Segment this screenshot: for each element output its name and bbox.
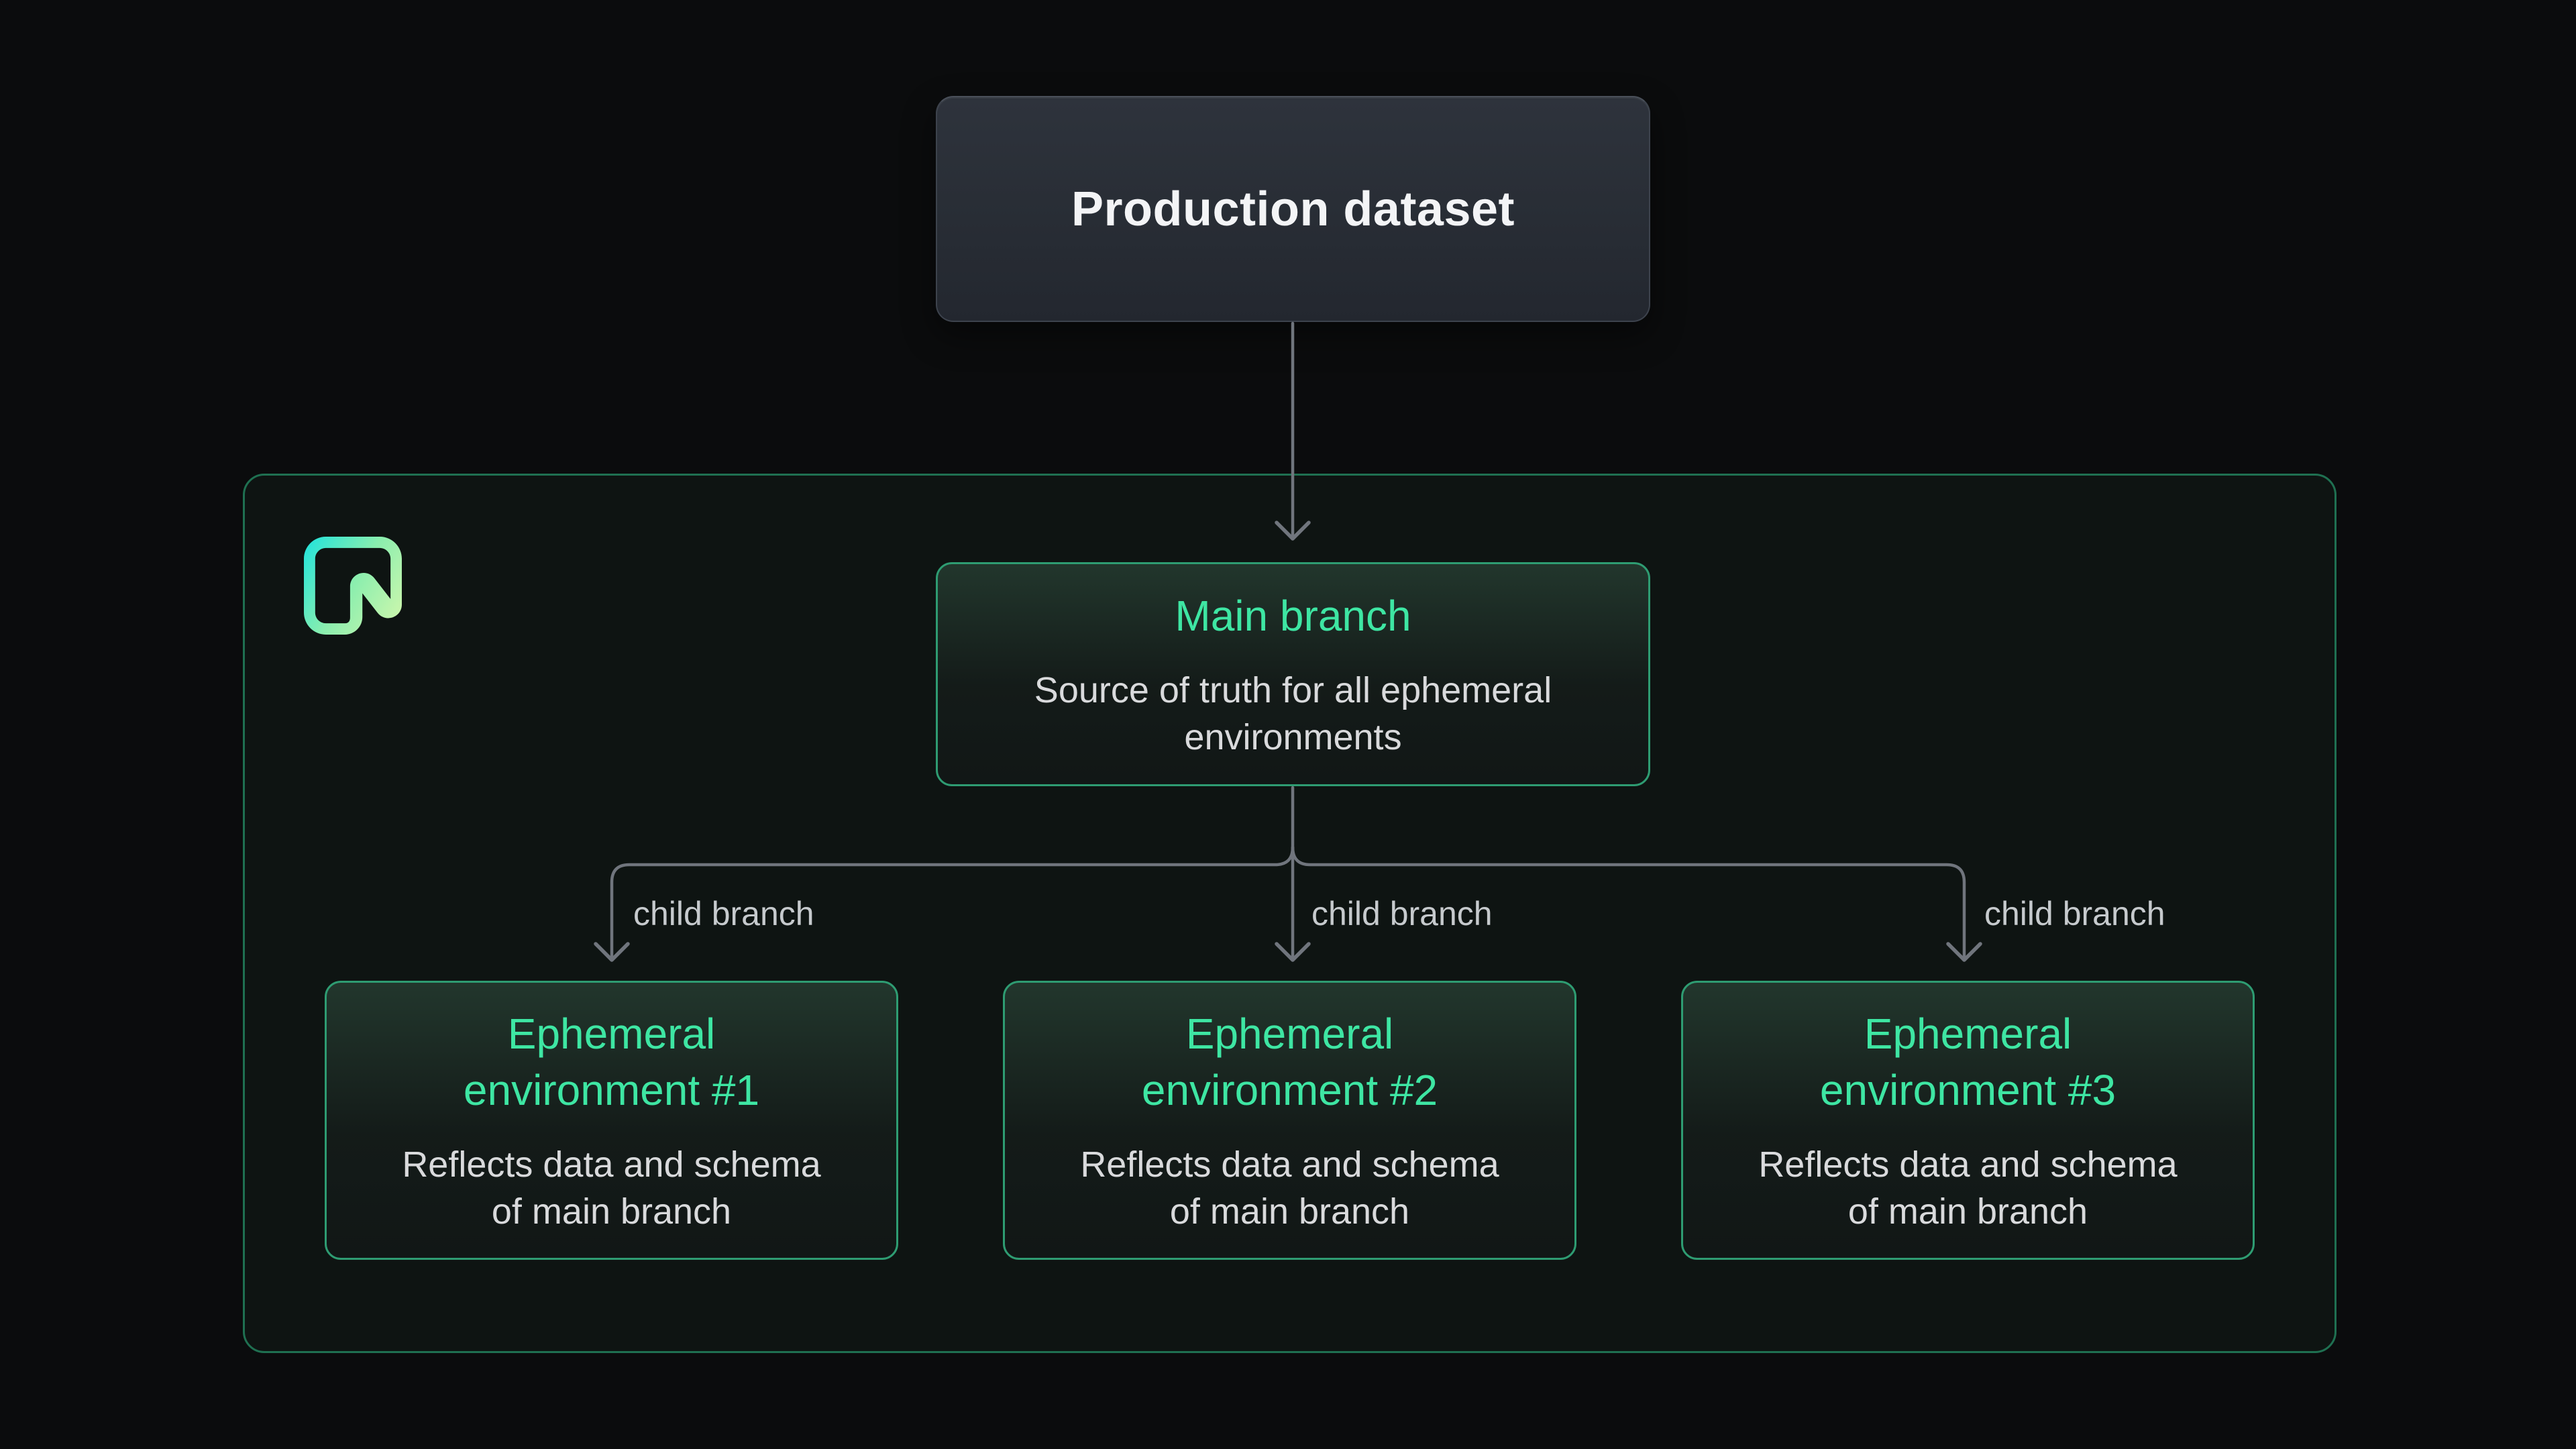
main-branch-subtitle: Source of truth for all ephemeral enviro… [1034, 667, 1552, 761]
ephemeral-environment-3-title-line-1: Ephemeral [1864, 1010, 2072, 1058]
ephemeral-environment-3-title-line-2: environment #3 [1819, 1066, 2116, 1114]
main-branch-subtitle-line-2: environments [1184, 717, 1402, 757]
ephemeral-environment-2-title-line-2: environment #2 [1141, 1066, 1438, 1114]
ephemeral-environment-2-subtitle: Reflects data and schema of main branch [1080, 1141, 1499, 1235]
production-dataset-title: Production dataset [1071, 182, 1515, 236]
production-dataset-box: Production dataset [936, 96, 1650, 322]
ephemeral-environment-2-title: Ephemeral environment #2 [1142, 1006, 1438, 1118]
ephemeral-environment-1-subtitle-line-2: of main branch [491, 1191, 732, 1232]
child-branch-label-1: child branch [633, 895, 814, 932]
ephemeral-environment-3-title: Ephemeral environment #3 [1820, 1006, 2116, 1118]
main-branch-subtitle-line-1: Source of truth for all ephemeral [1034, 670, 1552, 710]
child-branch-label-2: child branch [1311, 895, 1493, 932]
ephemeral-environment-2-subtitle-line-2: of main branch [1169, 1191, 1410, 1232]
ephemeral-environment-box-3: Ephemeral environment #3 Reflects data a… [1681, 981, 2255, 1260]
ephemeral-environment-1-title-line-2: environment #1 [463, 1066, 760, 1114]
ephemeral-environment-2-subtitle-line-1: Reflects data and schema [1080, 1144, 1499, 1185]
ephemeral-environment-box-2: Ephemeral environment #2 Reflects data a… [1003, 981, 1576, 1260]
ephemeral-environment-3-subtitle: Reflects data and schema of main branch [1758, 1141, 2177, 1235]
ephemeral-environment-box-1: Ephemeral environment #1 Reflects data a… [325, 981, 898, 1260]
ephemeral-environment-3-subtitle-line-1: Reflects data and schema [1758, 1144, 2178, 1185]
ephemeral-environment-1-title-line-1: Ephemeral [507, 1010, 716, 1058]
child-branch-label-3: child branch [1984, 895, 2165, 932]
main-branch-title: Main branch [1175, 592, 1411, 640]
ephemeral-environment-1-subtitle: Reflects data and schema of main branch [402, 1141, 820, 1235]
ephemeral-environment-1-subtitle-line-1: Reflects data and schema [402, 1144, 821, 1185]
ephemeral-environment-3-subtitle-line-2: of main branch [1847, 1191, 2088, 1232]
main-branch-box: Main branch Source of truth for all ephe… [936, 562, 1650, 786]
ephemeral-environment-1-title: Ephemeral environment #1 [464, 1006, 759, 1118]
ephemeral-environment-2-title-line-1: Ephemeral [1185, 1010, 1394, 1058]
neon-logo-icon [304, 537, 402, 635]
